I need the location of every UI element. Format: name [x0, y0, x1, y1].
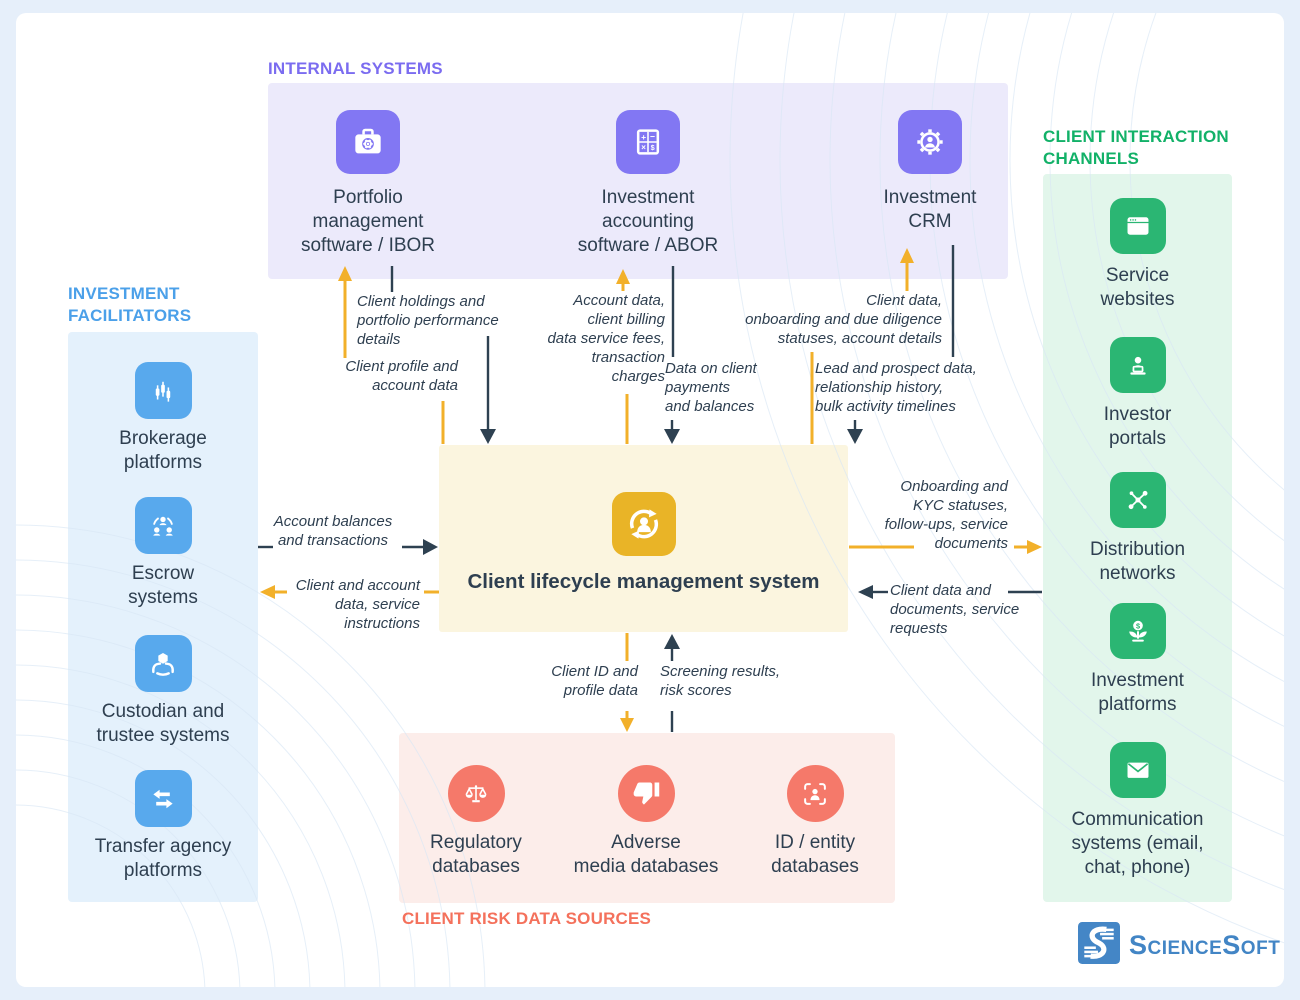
client-interaction-channels-title: CLIENT INTERACTION CHANNELS [1043, 127, 1229, 169]
person-laptop-icon [1109, 337, 1166, 393]
item-label: Regulatory databases [430, 832, 522, 878]
svg-text:+: + [641, 132, 646, 142]
client-risk-data-sources-title: CLIENT RISK DATA SOURCES [402, 909, 652, 928]
network-icon [1109, 472, 1166, 528]
id-focus-icon [786, 765, 844, 822]
svg-text:$: $ [1135, 621, 1139, 630]
item-adverse-media-databases: Adverse media databases [538, 765, 754, 879]
item-label: Transfer agency platforms [94, 836, 232, 882]
item-label: Adverse media databases [573, 832, 719, 878]
flow-label-clm-to-accounting: Account data, client billing data servic… [547, 292, 665, 386]
flow-label-clm-to-facilitators: Client and account data, service instruc… [295, 577, 420, 633]
flow-label-clm-to-crm: Client data, onboarding and due diligenc… [745, 292, 942, 348]
item-investor-portals: Investor portals [1043, 337, 1232, 451]
envelope-icon [1109, 742, 1166, 798]
svg-text:−: − [650, 131, 655, 141]
item-investment-accounting: +−× $ Investment accounting software / AB… [538, 110, 758, 258]
item-portfolio-management: Portfolio management software / IBOR [258, 110, 478, 258]
calculator-icon: +−× $ [616, 110, 680, 174]
item-investment-platforms: $ Investment platforms [1043, 603, 1232, 717]
flow-label-clm-to-risk: Client ID and profile data [551, 663, 638, 700]
item-regulatory-databases: Regulatory databases [406, 765, 546, 879]
item-label: Custodian and trustee systems [96, 701, 230, 747]
sciencesoft-logo-text: ScienceSoft [1129, 930, 1281, 960]
scales-icon [447, 765, 505, 822]
briefcase-gear-icon [336, 110, 400, 174]
money-sprout-icon: $ [1109, 603, 1166, 659]
item-investment-crm: Investment CRM [820, 110, 1040, 234]
item-custodian-trustee: Custodian and trustee systems [68, 635, 258, 748]
thumbs-down-icon [617, 765, 675, 822]
item-label: Investor portals [1103, 404, 1172, 450]
browser-icon [1109, 198, 1166, 254]
item-label: Portfolio management software / IBOR [300, 187, 436, 257]
flow-label-clm-to-portfolio: Client profile and account data [345, 358, 458, 395]
item-label: Escrow systems [128, 563, 198, 609]
investment-facilitators-title: INVESTMENT FACILITATORS [68, 284, 192, 326]
item-label: Distribution networks [1089, 539, 1186, 585]
item-label: ID / entity databases [771, 832, 859, 878]
hands-holding-icon [134, 635, 192, 692]
item-label: Investment accounting software / ABOR [577, 187, 719, 257]
people-group-icon [134, 497, 192, 554]
item-label: Communication systems (email, chat, phon… [1071, 809, 1204, 879]
item-service-websites: Service websites [1043, 198, 1232, 312]
svg-text:×: × [641, 143, 646, 152]
flow-label-clm-to-channels: Onboarding and KYC statuses, follow-ups,… [884, 478, 1008, 553]
internal-systems-title: INTERNAL SYSTEMS [268, 59, 443, 78]
flow-label-facilitators-to-clm: Account balances and transactions [273, 513, 393, 550]
transfer-arrows-icon [134, 770, 192, 827]
sciencesoft-logo-mark [1078, 922, 1120, 969]
flow-label-crm-to-clm: Lead and prospect data, relationship his… [815, 360, 977, 416]
clm-title: Client lifecycle management system [467, 570, 820, 593]
flow-label-portfolio-to-clm: Client holdings and portfolio performanc… [357, 293, 499, 349]
person-gear-icon [898, 110, 962, 174]
sciencesoft-logo: ScienceSoft [1078, 922, 1280, 969]
client-lifecycle-icon [611, 492, 676, 556]
candlestick-chart-icon [134, 362, 192, 419]
item-label: Brokerage platforms [119, 428, 207, 474]
item-brokerage-platforms: Brokerage platforms [68, 362, 258, 475]
flow-label-channels-to-clm: Client data and documents, service reque… [890, 582, 1020, 638]
item-id-entity-databases: ID / entity databases [755, 765, 875, 879]
client-lifecycle-management-system: Client lifecycle management system [439, 492, 848, 594]
item-label: Service websites [1100, 265, 1175, 311]
item-communication-systems: Communication systems (email, chat, phon… [1043, 742, 1232, 880]
item-distribution-networks: Distribution networks [1043, 472, 1232, 586]
item-label: Investment CRM [883, 187, 977, 233]
flow-label-risk-to-clm: Screening results, risk scores [660, 663, 781, 700]
item-escrow-systems: Escrow systems [68, 497, 258, 610]
item-transfer-agency: Transfer agency platforms [68, 770, 258, 883]
item-label: Investment platforms [1091, 670, 1184, 716]
flow-label-accounting-to-clm: Data on client payments and balances [665, 360, 757, 416]
svg-text:$: $ [651, 143, 655, 152]
